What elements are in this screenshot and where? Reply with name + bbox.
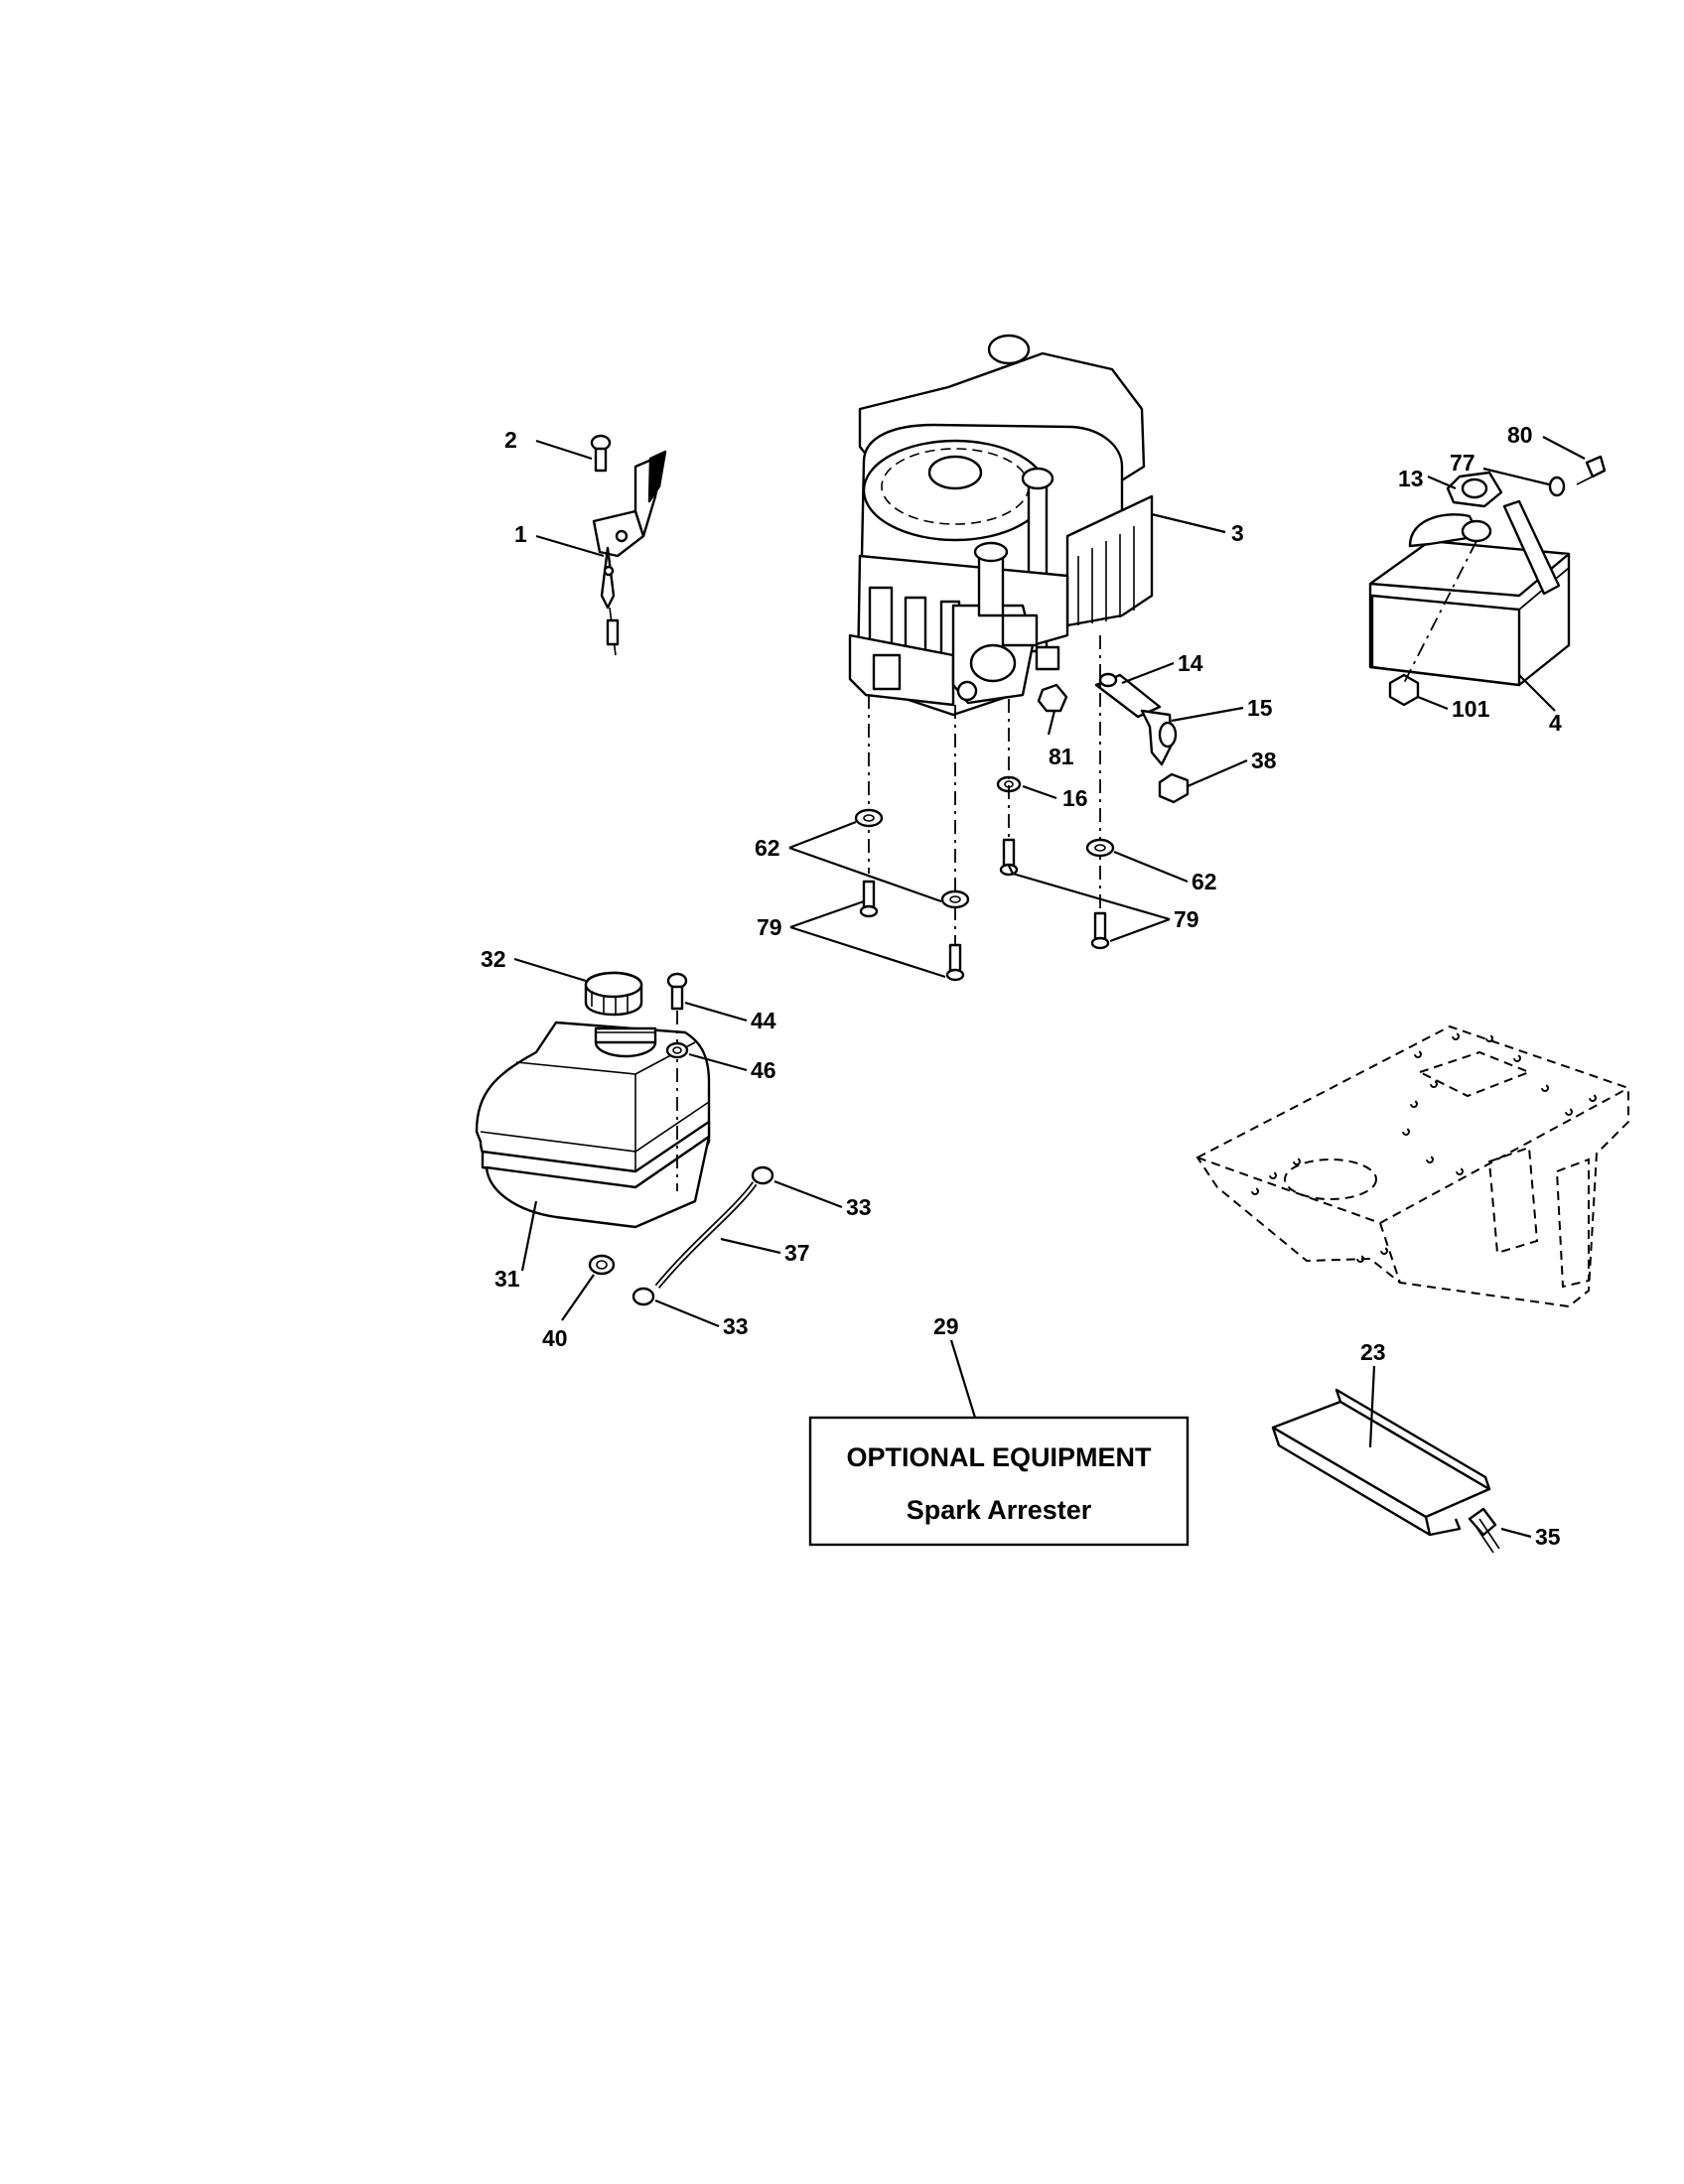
callout-31: 31 bbox=[494, 1266, 520, 1292]
callout-37: 37 bbox=[784, 1240, 810, 1266]
fuel-tank-screw-part bbox=[666, 972, 688, 1011]
callout-35: 35 bbox=[1535, 1524, 1561, 1550]
callout-81: 81 bbox=[1049, 744, 1074, 769]
drain-pipe-part bbox=[1094, 672, 1162, 719]
shield-part bbox=[1271, 1388, 1491, 1537]
screw-part bbox=[590, 434, 612, 473]
callout-16: 16 bbox=[1062, 785, 1088, 811]
gasket-part bbox=[1446, 471, 1503, 543]
fuel-tank-washer-part bbox=[665, 1041, 689, 1059]
callout-62-right: 62 bbox=[1192, 869, 1217, 894]
optional-equipment-subtitle: Spark Arrester bbox=[907, 1495, 1092, 1525]
muffler-part bbox=[1368, 499, 1571, 687]
callout-62-left: 62 bbox=[755, 835, 780, 861]
drain-cap-part bbox=[1158, 772, 1190, 804]
callout-33-lower: 33 bbox=[723, 1313, 749, 1339]
fuel-tank-part bbox=[475, 1021, 711, 1229]
callout-101: 101 bbox=[1452, 696, 1490, 722]
hose-clamp-part bbox=[632, 1165, 774, 1306]
callout-79-left: 79 bbox=[757, 914, 782, 940]
washer-62-part bbox=[854, 808, 1115, 909]
leader-lines bbox=[513, 436, 1586, 1539]
optional-equipment-box: OPTIONAL EQUIPMENT Spark Arrester bbox=[808, 1416, 1190, 1547]
callout-38: 38 bbox=[1251, 748, 1277, 773]
callout-40: 40 bbox=[542, 1325, 568, 1351]
callout-13: 13 bbox=[1398, 466, 1424, 491]
bolt-79-part bbox=[859, 838, 1110, 982]
bolt-part bbox=[1576, 455, 1607, 485]
fuel-cap-part bbox=[584, 971, 643, 1017]
callout-80: 80 bbox=[1507, 422, 1533, 448]
callout-77: 77 bbox=[1450, 450, 1475, 476]
callout-33-upper: 33 bbox=[846, 1194, 872, 1220]
callout-29: 29 bbox=[933, 1313, 959, 1339]
washer-part bbox=[1548, 476, 1566, 497]
throttle-control-part bbox=[592, 450, 667, 656]
callout-32: 32 bbox=[481, 946, 506, 972]
engine-part bbox=[848, 334, 1154, 717]
chassis-outline bbox=[1195, 1024, 1629, 1308]
oil-fill-plug-part bbox=[1037, 683, 1068, 713]
callout-4: 4 bbox=[1549, 710, 1562, 736]
shield-screw-part bbox=[1468, 1507, 1500, 1554]
muffler-centerline bbox=[1403, 540, 1477, 684]
nut-part bbox=[1388, 673, 1420, 707]
callout-15: 15 bbox=[1247, 695, 1273, 721]
callout-2: 2 bbox=[504, 427, 517, 453]
bushing-part bbox=[588, 1254, 616, 1276]
fuel-line-part bbox=[654, 1181, 758, 1289]
callout-1: 1 bbox=[514, 521, 527, 547]
optional-equipment-title: OPTIONAL EQUIPMENT bbox=[846, 1442, 1152, 1472]
callout-79-right: 79 bbox=[1174, 906, 1199, 932]
callout-3: 3 bbox=[1231, 520, 1244, 546]
drain-elbow-part bbox=[1140, 709, 1178, 766]
callout-44: 44 bbox=[751, 1008, 776, 1033]
callout-46: 46 bbox=[751, 1057, 776, 1083]
callout-23: 23 bbox=[1360, 1339, 1386, 1365]
callout-14: 14 bbox=[1178, 650, 1203, 676]
